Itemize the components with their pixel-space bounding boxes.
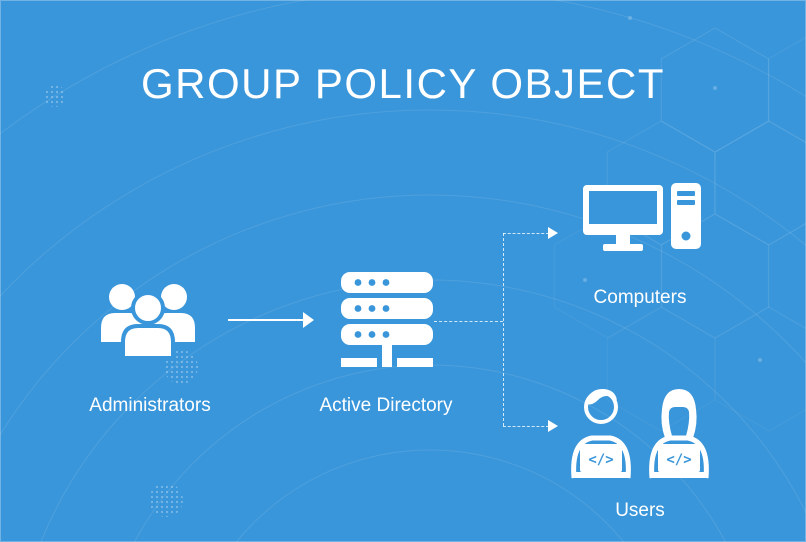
admin-group-icon: [101, 284, 195, 360]
developer-users-icon: </> </>: [571, 388, 709, 479]
arrow-to-users-head: [548, 420, 558, 432]
laptop-code-glyph: </>: [666, 452, 691, 468]
branch-vertical-line: [503, 233, 504, 426]
desktop-computer-icon: [583, 183, 701, 251]
page-title: GROUP POLICY OBJECT: [140, 60, 666, 107]
users-label: Users: [615, 500, 665, 521]
computers-label: Computers: [593, 287, 687, 308]
active-directory-label: Active Directory: [319, 395, 453, 416]
female-developer-figure: </>: [649, 389, 709, 479]
branch-to-computers-line: [503, 233, 549, 234]
server-stack-icon: [341, 272, 433, 367]
branch-stem-line: [434, 321, 503, 322]
administrators-label: Administrators: [89, 395, 211, 416]
laptop-code-glyph: </>: [588, 452, 613, 468]
arrow-admins-to-ad-line: [228, 319, 304, 321]
branch-to-users-line: [503, 426, 549, 427]
arrow-to-computers-head: [548, 227, 558, 239]
male-developer-figure: </>: [571, 388, 631, 479]
arrow-admins-to-ad-head: [303, 312, 314, 328]
